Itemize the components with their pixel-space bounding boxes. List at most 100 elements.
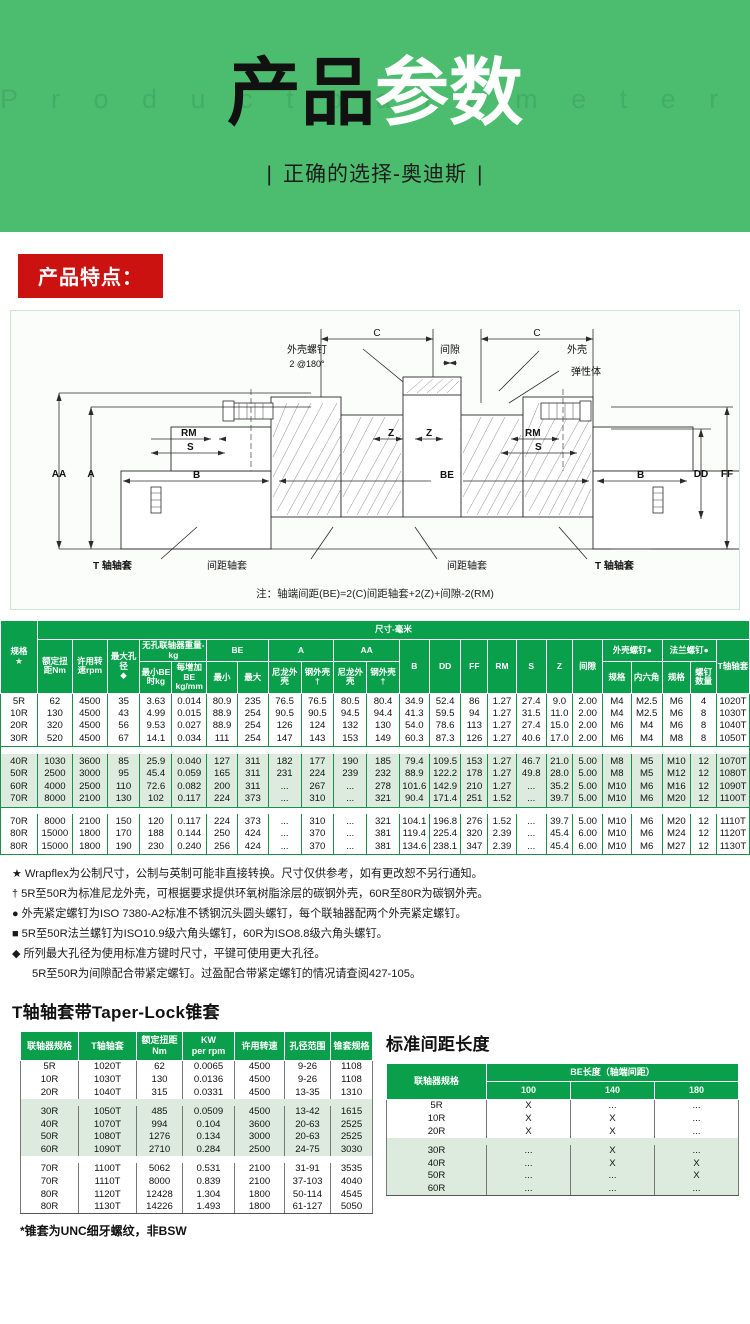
cell-value: 0.0509 <box>182 1105 235 1119</box>
cell-value: 25.9 <box>139 753 173 768</box>
cell-value: 60.3 <box>398 732 430 748</box>
cell-value: 15000 <box>36 840 73 856</box>
footnote-text: 5R至50R为标准尼龙外壳，可根据要求提供环氧树脂涂层的碳钢外壳，60R至80R… <box>21 888 489 901</box>
cell-value: 381 <box>366 828 400 841</box>
cell-value: 347 <box>460 840 489 856</box>
cell-value: 87.3 <box>428 732 462 748</box>
cell-value: 37-103 <box>284 1175 331 1189</box>
footnotes-list: ★Wrapflex为公制尺寸，公制与英制可能非直接转换。尺寸仅供参考，如有更改恕… <box>12 864 738 984</box>
table-group-separator <box>20 1156 373 1163</box>
cell-value: 2.00 <box>572 707 604 720</box>
page-title-dark: 产品 <box>227 51 375 134</box>
cell-value: 8000 <box>36 792 73 808</box>
cell-value: ... <box>486 1169 571 1183</box>
cell-value: 41.3 <box>398 707 430 720</box>
cell-value: 1.52 <box>487 814 517 828</box>
footnote-item: †5R至50R为标准尼龙外壳，可根据要求提供环氧树脂涂层的碳钢外壳，60R至80… <box>12 884 738 904</box>
cell-value: 1.27 <box>487 753 517 768</box>
cell-value: 1050T <box>78 1105 137 1119</box>
cell-value: M10 <box>602 828 632 841</box>
cell-value: 182 <box>267 753 302 768</box>
th-fs-spec: 规格 <box>661 661 692 694</box>
footnote-item: ●外壳紧定螺钉为ISO 7380-A2标准不锈钢沉头圆头螺钉，每个联轴器配两个外… <box>12 904 738 924</box>
cell-value: 1130T <box>78 1200 137 1215</box>
cell-value: 1.27 <box>487 767 517 781</box>
cell-size: 70R <box>0 814 38 828</box>
cell-value: 200 <box>206 780 238 793</box>
dim-label-rm-left: RM <box>181 428 197 439</box>
cell-value: 1.493 <box>182 1200 235 1215</box>
cell-value: 5.00 <box>572 780 604 793</box>
cell-size: 5R <box>0 693 38 708</box>
th-a-nylon: 尼龙外壳 <box>267 661 302 694</box>
cell-value: 1040T <box>715 719 750 733</box>
cell-value: 310 <box>300 814 335 828</box>
footnote-marker-icon: ■ <box>12 928 19 941</box>
cell-value: 0.117 <box>171 814 208 828</box>
cell-value: 520 <box>36 732 73 748</box>
cell-value: 5R <box>386 1099 487 1113</box>
cell-value: 3600 <box>234 1118 285 1131</box>
cell-value: M20 <box>661 814 692 828</box>
cell-value: 111 <box>206 732 238 748</box>
cell-size: 50R <box>0 767 38 781</box>
cell-value: 0.284 <box>182 1143 235 1156</box>
cell-value: 130 <box>36 707 73 720</box>
cell-value: 278 <box>366 780 400 793</box>
table-row: 60R......... <box>386 1182 740 1197</box>
cell-value: 1276 <box>136 1130 183 1144</box>
cell-value: 1800 <box>234 1188 285 1201</box>
cell-value: 254 <box>236 719 269 733</box>
dim-label-rm-right: RM <box>525 428 541 439</box>
th-fs-count: 螺钉数量 <box>690 661 717 694</box>
cell-value: 1090T <box>78 1143 137 1156</box>
spacing-column-header: 180 <box>653 1081 740 1100</box>
cell-value: 124 <box>300 719 335 733</box>
cell-value: 39.7 <box>545 792 574 808</box>
footnote-marker-icon: ★ <box>12 868 22 881</box>
th-dd: DD <box>428 639 462 694</box>
page-title-light: 参数 <box>375 51 523 134</box>
cell-value: 9.53 <box>139 719 173 733</box>
subtitle-bar-left: | <box>266 163 273 186</box>
cell-value: 2.00 <box>572 732 604 748</box>
cell-value: 126 <box>460 732 489 748</box>
cell-value: 90.4 <box>398 792 430 808</box>
cell-value: 1120T <box>78 1188 137 1201</box>
cell-value: 40.6 <box>515 732 547 748</box>
cell-value: 1108 <box>330 1073 373 1087</box>
cell-value: ... <box>486 1182 571 1197</box>
cell-value: ... <box>653 1125 740 1138</box>
cell-value: 310 <box>300 792 335 808</box>
cell-value: 5.00 <box>572 767 604 781</box>
diagram-svg: C C 外壳螺钉 2 @180° 间隙 外壳 弹性体 AA A RM S B B… <box>52 328 739 572</box>
cell-value: M10 <box>602 814 632 828</box>
dim-label-s-left: S <box>187 442 194 453</box>
footnote-text: 5R至50R法兰螺钉为ISO10.9级六角头螺钉，60R为ISO8.8级六角头螺… <box>21 928 388 941</box>
cell-value: ... <box>333 792 368 808</box>
cell-value: 9-26 <box>284 1060 331 1074</box>
cell-value: 12 <box>690 828 717 841</box>
dim-label-aa: AA <box>52 469 66 480</box>
dim-label-c-right: C <box>533 328 540 339</box>
cell-value: 12 <box>690 814 717 828</box>
cell-value: 15.0 <box>545 719 574 733</box>
cell-value: 72.6 <box>139 780 173 793</box>
cell-value: 153 <box>460 753 489 768</box>
cell-value: 11.0 <box>545 707 574 720</box>
cell-value: 1110T <box>715 814 750 828</box>
cell-value: 10R <box>386 1112 487 1126</box>
cell-value: M2.5 <box>630 693 663 708</box>
cell-size: 10R <box>0 707 38 720</box>
cell-value: 130 <box>106 792 141 808</box>
cell-value: M24 <box>661 828 692 841</box>
th-torque: 额定扭距Nm <box>36 639 73 694</box>
